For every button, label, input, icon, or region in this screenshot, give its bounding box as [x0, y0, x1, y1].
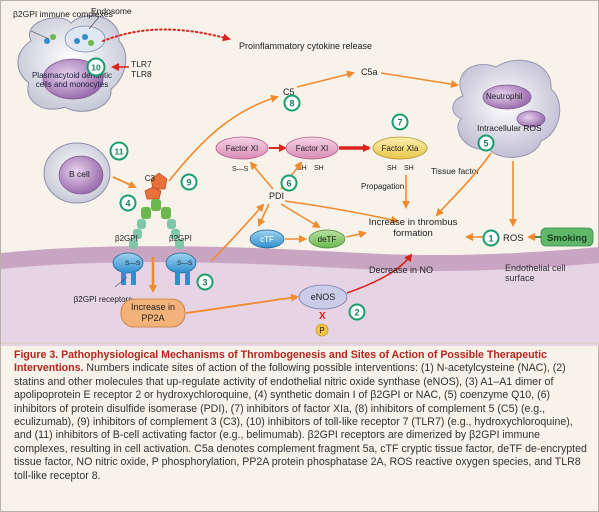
caption-title: Figure 3. Pathophysiological Mechanisms …: [14, 349, 547, 375]
cytokine-arrow: [102, 28, 231, 42]
smoking-label: Smoking: [547, 233, 587, 244]
badge-5: 5: [477, 134, 495, 152]
enos-label: eNOS: [311, 292, 336, 302]
svg-text:4: 4: [125, 199, 130, 209]
pdc-label-box: Plasmacytoid dendritic cells and monocyt…: [31, 71, 113, 89]
factor-xi-a-label: Factor XI: [226, 144, 258, 153]
pdi-label: PDI: [269, 191, 284, 201]
b2gpi-left-label: β2GPI: [115, 234, 138, 243]
p-label: P: [319, 326, 324, 335]
svg-text:10: 10: [91, 63, 101, 73]
b-cell-label: B cell: [69, 169, 90, 179]
proinflammatory-label: Proinflammatory cytokine release: [239, 41, 372, 51]
svg-text:3: 3: [202, 278, 207, 288]
caption-body: Numbers indicate sites of action of the …: [14, 362, 587, 482]
tlr8-label: TLR8: [131, 69, 152, 79]
ss-receptor-left: S—S: [125, 260, 141, 267]
factor-xi-b-label: Factor XI: [296, 144, 328, 153]
b-cell: [43, 142, 111, 204]
factor-xia-shape: [372, 136, 428, 160]
svg-text:8: 8: [289, 99, 294, 109]
factor-xi-a-ss: S—S: [232, 166, 249, 173]
phosphorylation-circle: [315, 323, 329, 337]
badge-7: 7: [391, 113, 409, 131]
factor-xi-b-sh2: SH: [314, 165, 324, 172]
badge-10: 10: [86, 57, 106, 77]
detf-shape: [308, 229, 346, 249]
svg-text:9: 9: [186, 178, 191, 188]
ros-label: ROS: [503, 233, 524, 244]
badge-8: 8: [283, 94, 301, 112]
ctf-label: cTF: [260, 235, 274, 244]
c5-label: C5: [283, 87, 295, 97]
endosome-label: Endosome: [91, 6, 132, 16]
decrease-no-label: Decrease in NO: [369, 265, 433, 275]
badge-11: 11: [109, 141, 129, 161]
b2gpi-dimer: [112, 172, 197, 285]
neutrophil-label: Neutrophil: [486, 92, 523, 101]
endothelial-membrane: [1, 246, 599, 272]
b2gpi-receptors-label: β2GPI receptors: [74, 295, 132, 304]
svg-text:7: 7: [397, 118, 402, 128]
number-badges: 1 2 3 4 5 6 7 8 9 10 11: [86, 57, 500, 321]
badge-1: 1: [482, 229, 500, 247]
factor-xi-a-shape: [215, 136, 269, 160]
svg-text:2: 2: [354, 308, 359, 318]
badge-9: 9: [180, 173, 198, 191]
b2gpi-right-label: β2GPI: [169, 234, 192, 243]
badge-6: 6: [280, 174, 298, 192]
propagation-label: Propagation: [361, 182, 404, 191]
factor-xia-sh2: SH: [404, 165, 414, 172]
c5a-label: C5a: [361, 67, 378, 77]
x-mark: X: [319, 311, 326, 322]
ss-receptor-right: S—S: [177, 260, 193, 267]
intracellular-ros-label: Intracellular ROS: [477, 123, 542, 133]
tissue-factor-label: Tissue factor: [431, 167, 480, 176]
svg-text:11: 11: [115, 147, 124, 157]
svg-text:1: 1: [488, 234, 493, 244]
pp2a-box: [120, 298, 186, 328]
ctf-shape: [249, 229, 285, 249]
pdc-label: Plasmacytoid dendritic cells and monocyt…: [31, 71, 113, 89]
c3-label: C3: [145, 174, 156, 183]
immune-complexes-label: β2GPI immune complexes: [13, 9, 113, 19]
tlr7-label: TLR7: [131, 59, 152, 69]
figure-caption: Figure 3. Pathophysiological Mechanisms …: [14, 349, 589, 483]
detf-label: deTF: [318, 235, 337, 244]
increase-thrombus-label: Increase in thrombus formation: [368, 217, 458, 239]
factor-xia-sh1: SH: [387, 165, 397, 172]
enos-shape: [298, 284, 348, 310]
pathway-diagram: β2GPI immune complexes Endosome Plasmacy…: [1, 6, 599, 346]
factor-xi-b-shape: [285, 136, 339, 160]
endothelial-label: Endothelial cell surface: [505, 263, 566, 283]
svg-text:5: 5: [483, 139, 488, 149]
neutrophil-cell: [452, 59, 561, 158]
badge-2: 2: [348, 303, 366, 321]
smoking-box: [540, 227, 594, 247]
increase-pp2a-label: Increase in PP2A: [130, 302, 176, 323]
factor-xia-label: Factor XIa: [382, 144, 419, 153]
svg-text:6: 6: [286, 179, 291, 189]
badge-3: 3: [196, 273, 214, 291]
badge-4: 4: [119, 194, 137, 212]
